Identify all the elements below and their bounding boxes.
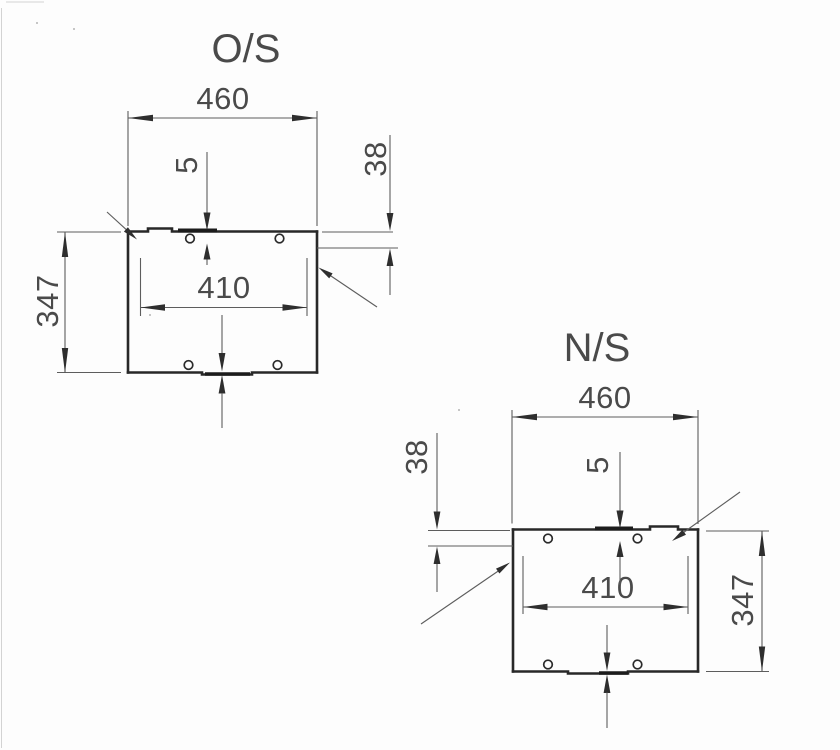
arrowhead xyxy=(512,413,537,421)
arrowhead xyxy=(203,212,211,231)
ns-outline xyxy=(511,525,700,675)
arrowhead xyxy=(663,603,688,611)
dim-label-inner-width: 410 xyxy=(581,570,634,605)
arrowhead xyxy=(140,304,165,311)
arrowhead xyxy=(218,374,226,394)
leader-arrowhead xyxy=(123,227,137,240)
scan-speck xyxy=(458,409,460,411)
panel-outline-bottom xyxy=(511,670,700,675)
ns-dim-overall-width: 460 xyxy=(511,380,699,524)
hole-circle xyxy=(272,359,283,371)
arrowhead xyxy=(758,646,766,672)
ns-bottom-centre-marks xyxy=(603,625,611,728)
dim-label-height: 347 xyxy=(725,573,760,626)
arrowhead xyxy=(61,232,69,257)
scan-speck xyxy=(73,28,75,30)
ns-holes xyxy=(542,533,643,670)
arrowhead xyxy=(386,248,394,266)
os-bottom-centre-marks xyxy=(218,315,226,428)
leader-line xyxy=(106,211,127,231)
arrowhead xyxy=(523,603,548,611)
os-leader-top-left xyxy=(106,211,137,240)
leader-arrowhead xyxy=(496,562,510,574)
panel-ns: N/S 460 xyxy=(399,326,769,728)
dim-label-offset: 5 xyxy=(169,156,204,174)
os-outline xyxy=(126,227,319,376)
ns-leader-top-right xyxy=(672,491,741,541)
os-dim-overall-width: 460 xyxy=(127,81,318,226)
arrowhead xyxy=(603,652,611,671)
arrowhead xyxy=(203,243,211,260)
arrowhead xyxy=(433,511,441,530)
panel-os: O/S 460 xyxy=(30,27,398,428)
arrowhead xyxy=(292,114,317,122)
arrowhead xyxy=(61,348,69,373)
dim-label-flange: 38 xyxy=(358,141,393,176)
leader-line xyxy=(683,491,741,533)
os-dim-flange: 38 xyxy=(317,135,398,295)
ns-dim-offset: 5 xyxy=(580,452,624,585)
dim-label-flange: 38 xyxy=(399,439,434,474)
arrowhead xyxy=(282,304,307,311)
hole-circle xyxy=(183,359,194,371)
dim-label-overall-width: 460 xyxy=(196,81,249,116)
os-dim-height: 347 xyxy=(30,231,121,374)
scan-artifacts xyxy=(1,1,460,748)
dim-label-overall-width: 460 xyxy=(578,380,631,415)
arrowhead xyxy=(616,541,624,557)
os-dim-offset: 5 xyxy=(169,152,211,265)
hole-circle xyxy=(632,533,643,544)
hole-circle xyxy=(632,659,643,670)
arrowhead xyxy=(616,510,624,529)
dim-label-height: 347 xyxy=(30,274,65,327)
arrowhead xyxy=(218,353,226,372)
os-holes xyxy=(183,233,285,371)
arrowhead xyxy=(603,674,611,693)
hole-circle xyxy=(184,233,196,244)
os-dim-inner-width: 410 xyxy=(139,258,308,316)
panel-os-title: O/S xyxy=(212,27,281,71)
leader-arrowhead xyxy=(318,267,333,279)
ns-dim-inner-width: 410 xyxy=(522,556,689,614)
arrowhead xyxy=(758,531,766,556)
dim-label-offset: 5 xyxy=(580,456,615,474)
arrowhead xyxy=(433,546,441,564)
dim-label-inner-width: 410 xyxy=(197,270,250,305)
hole-circle xyxy=(274,233,285,244)
arrowhead xyxy=(386,213,394,231)
os-leader-right xyxy=(318,267,378,308)
arrowhead xyxy=(673,413,698,421)
hole-circle xyxy=(542,659,554,670)
panel-outline-top xyxy=(126,227,319,233)
scan-speck xyxy=(36,22,38,24)
leader-arrowhead xyxy=(672,529,686,541)
scan-speck xyxy=(149,314,151,316)
ns-leader-bottom-left xyxy=(420,562,510,625)
arrowhead xyxy=(128,114,153,122)
ns-dim-flange: 38 xyxy=(399,433,513,592)
ns-dim-height: 347 xyxy=(706,530,769,673)
leader-line xyxy=(329,274,378,308)
panel-ns-title: N/S xyxy=(564,326,631,370)
leader-line xyxy=(420,570,500,625)
hole-circle xyxy=(542,533,554,544)
